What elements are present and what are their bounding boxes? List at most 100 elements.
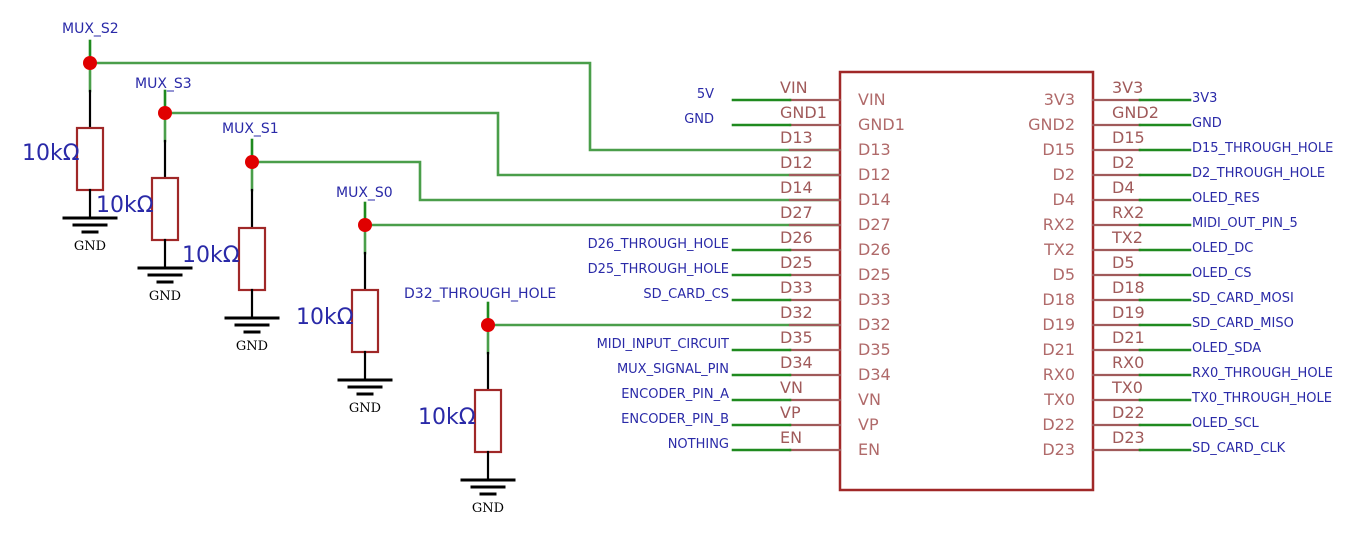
chip-pin-label-tx2: TX2	[1043, 240, 1075, 259]
gnd-label-0: GND	[74, 239, 106, 254]
chip-pin-label-d13: D13	[858, 140, 891, 159]
pin-name-d35: D35	[780, 328, 813, 347]
gnd-label-2: GND	[236, 339, 268, 354]
resistor-value-1: 10kΩ	[96, 193, 154, 218]
pin-name-d13: D13	[780, 128, 813, 147]
junction-dot-mux_s0	[358, 218, 372, 232]
pin-name-d12: D12	[780, 153, 813, 172]
net-label-r-sd_card_miso: SD_CARD_MISO	[1192, 316, 1294, 331]
pin-name-r-rx0: RX0	[1112, 353, 1144, 372]
net-label-r-rx0_through_hole: RX0_THROUGH_HOLE	[1192, 366, 1333, 381]
net-label-mux_signal_pin: MUX_SIGNAL_PIN	[617, 362, 729, 377]
route-wire-d13	[88, 61, 842, 152]
pin-name-r-d21: D21	[1112, 328, 1145, 347]
junction-dot-mux_s2	[83, 56, 97, 70]
net-name-mux_s3: MUX_S3	[135, 76, 192, 92]
resistor-body	[237, 226, 267, 292]
net-label-sd_card_cs: SD_CARD_CS	[643, 287, 729, 302]
pin-name-d33: D33	[780, 278, 813, 297]
pin-name-r-d5: D5	[1112, 253, 1135, 272]
chip-pin-label-tx0: TX0	[1043, 390, 1075, 409]
chip-pin-label-gnd2: GND2	[1028, 115, 1075, 134]
chip-pin-label-3v3: 3V3	[1044, 90, 1075, 109]
junction-dot-mux_s1	[245, 155, 259, 169]
net-label-r-oled_sda: OLED_SDA	[1192, 341, 1261, 356]
chip-pin-label-d21: D21	[1042, 340, 1075, 359]
chip-layer	[731, 70, 1192, 492]
resistor-body	[473, 388, 503, 454]
pin-name-r-d23: D23	[1112, 428, 1145, 447]
net-label-r-3v3: 3V3	[1192, 91, 1217, 106]
resistor-body	[350, 288, 380, 354]
chip-pin-label-vp: VP	[858, 415, 879, 434]
net-label-r-oled_dc: OLED_DC	[1192, 241, 1253, 256]
chip-pin-label-d23: D23	[1042, 440, 1075, 459]
junction-dot-mux_s3	[158, 106, 172, 120]
chip-pin-label-d15: D15	[1042, 140, 1075, 159]
chip-pin-label-d22: D22	[1042, 415, 1075, 434]
chip-pin-label-d27: D27	[858, 215, 891, 234]
chip-pin-label-vn: VN	[858, 390, 881, 409]
pin-name-r-d19: D19	[1112, 303, 1145, 322]
pin-name-r-d4: D4	[1112, 178, 1135, 197]
pulldown-network-mux_s1	[224, 138, 842, 334]
chip-pin-label-rx0: RX0	[1043, 365, 1075, 384]
chip-pin-label-d25: D25	[858, 265, 891, 284]
net-name-d32_through_hole: D32_THROUGH_HOLE	[404, 286, 556, 302]
pulldown-network-mux_s3	[137, 89, 842, 284]
pin-name-r-tx0: TX0	[1111, 378, 1143, 397]
gnd-label-1: GND	[149, 289, 181, 304]
net-name-mux_s0: MUX_S0	[336, 185, 393, 201]
label-layer: VINVIN5VGND1GND1GNDD13D13D12D12D14D14D27…	[22, 21, 1333, 516]
pin-name-vin: VIN	[780, 78, 808, 97]
component-layer	[62, 39, 842, 496]
pin-name-d34: D34	[780, 353, 813, 372]
net-label-r-oled_res: OLED_RES	[1192, 191, 1260, 206]
resistor-body	[150, 176, 180, 242]
net-label-r-oled_scl: OLED_SCL	[1192, 416, 1260, 431]
net-label-nothing: NOTHING	[668, 437, 729, 452]
chip-pin-label-d19: D19	[1042, 315, 1075, 334]
chip-pin-label-d33: D33	[858, 290, 891, 309]
junction-layer	[83, 56, 495, 332]
net-label-d26_through_hole: D26_THROUGH_HOLE	[588, 237, 729, 252]
pulldown-network-mux_s2	[62, 39, 842, 234]
net-label-r-sd_card_clk: SD_CARD_CLK	[1192, 441, 1286, 456]
pin-name-r-d15: D15	[1112, 128, 1145, 147]
chip-pin-label-d26: D26	[858, 240, 891, 259]
net-label-r-d2_through_hole: D2_THROUGH_HOLE	[1192, 166, 1325, 181]
junction-dot-d32_through_hole	[481, 318, 495, 332]
net-label-r-midi_out_pin_5: MIDI_OUT_PIN_5	[1192, 216, 1298, 231]
pin-name-d26: D26	[780, 228, 813, 247]
route-wire-d14	[250, 160, 842, 202]
pin-name-vn: VN	[780, 378, 803, 397]
pin-name-r-gnd2: GND2	[1112, 103, 1159, 122]
chip-body	[838, 70, 1095, 492]
pin-name-gnd1: GND1	[780, 103, 827, 122]
pin-name-r-3v3: 3V3	[1112, 78, 1143, 97]
chip-pin-label-en: EN	[858, 440, 880, 459]
chip-pin-label-d4: D4	[1053, 190, 1076, 209]
route-wire-d12	[163, 111, 842, 177]
pin-name-d32: D32	[780, 303, 813, 322]
net-label-r-tx0_through_hole: TX0_THROUGH_HOLE	[1191, 391, 1332, 406]
net-label-encoder_pin_a: ENCODER_PIN_A	[621, 387, 729, 402]
pin-name-r-d18: D18	[1112, 278, 1145, 297]
gnd-label-3: GND	[349, 401, 381, 416]
chip-pin-label-rx2: RX2	[1043, 215, 1075, 234]
net-label-d25_through_hole: D25_THROUGH_HOLE	[588, 262, 729, 277]
resistor-value-2: 10kΩ	[182, 243, 240, 268]
net-name-mux_s1: MUX_S1	[222, 121, 279, 137]
chip-pin-label-vin: VIN	[858, 90, 886, 109]
gnd-label-4: GND	[472, 501, 504, 516]
net-label-r-sd_card_mosi: SD_CARD_MOSI	[1192, 291, 1294, 306]
net-name-mux_s2: MUX_S2	[62, 21, 119, 37]
net-label-r-oled_cs: OLED_CS	[1192, 266, 1252, 281]
resistor-body	[75, 126, 105, 192]
resistor-value-3: 10kΩ	[296, 305, 354, 330]
pin-name-d27: D27	[780, 203, 813, 222]
chip-pin-label-d34: D34	[858, 365, 891, 384]
pin-name-r-d22: D22	[1112, 403, 1145, 422]
